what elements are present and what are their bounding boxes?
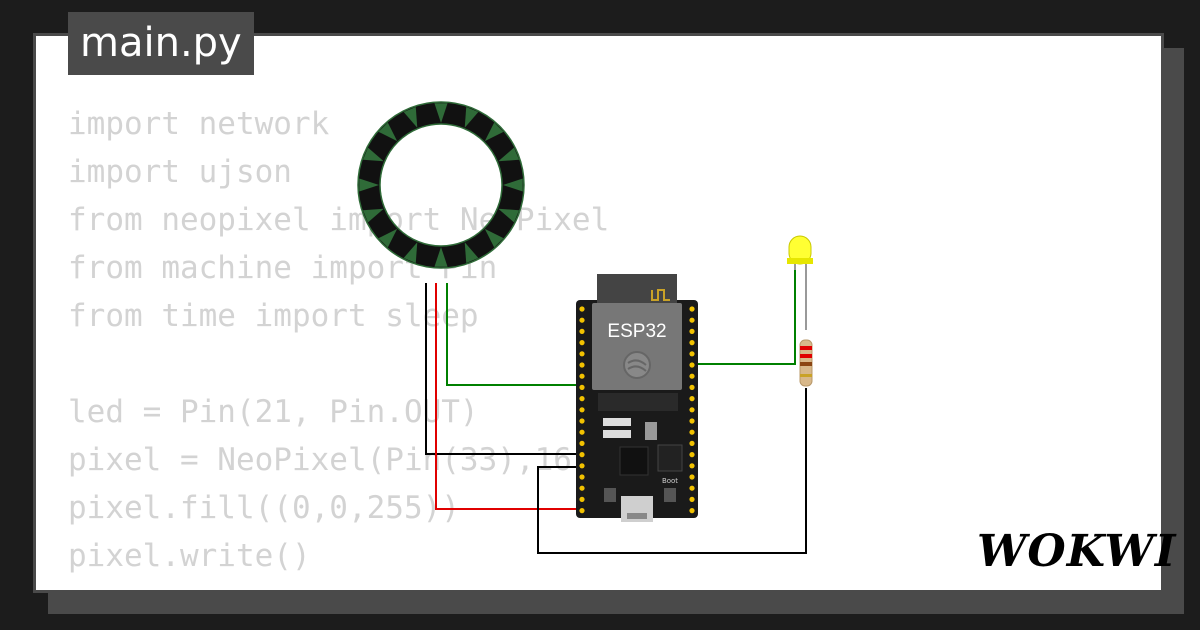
header-pin[interactable]	[689, 362, 695, 368]
resistor-icon[interactable]	[799, 339, 813, 387]
wire-red-ring	[435, 283, 582, 510]
ring-divider	[362, 208, 384, 223]
wire-black-gnd	[537, 388, 807, 554]
ring-divider	[498, 208, 520, 223]
header-pin[interactable]	[689, 418, 695, 424]
ring-divider	[378, 122, 398, 142]
esp32-board-icon[interactable]: ESP32 Boot	[576, 274, 698, 522]
ring-dividers	[359, 103, 523, 267]
pin-header-left	[579, 306, 585, 514]
ring-divider	[484, 122, 504, 142]
led-icon[interactable]	[787, 235, 813, 270]
header-pin[interactable]	[689, 340, 695, 346]
neopixel-ring-icon[interactable]	[357, 101, 525, 269]
code-line: led = Pin(21, Pin.OUT)	[68, 394, 479, 430]
header-pin[interactable]	[689, 508, 695, 514]
header-pin[interactable]	[579, 418, 585, 424]
header-pin[interactable]	[579, 485, 585, 491]
file-tab-label: main.py	[80, 20, 242, 66]
ring-divider	[403, 106, 418, 128]
header-pin[interactable]	[689, 407, 695, 413]
header-pin[interactable]	[579, 474, 585, 480]
code-line: pixel.write()	[68, 538, 311, 574]
header-pin[interactable]	[579, 351, 585, 357]
pin-header-right	[689, 306, 695, 514]
header-pin[interactable]	[689, 306, 695, 312]
header-pin[interactable]	[579, 452, 585, 458]
header-pin[interactable]	[579, 317, 585, 323]
header-pin[interactable]	[579, 396, 585, 402]
header-pin[interactable]	[689, 396, 695, 402]
wire-black-ring	[425, 283, 582, 455]
header-pin[interactable]	[579, 440, 585, 446]
code-line: pixel = NeoPixel(Pin(33),16)	[68, 442, 591, 478]
ring-divider	[359, 178, 379, 192]
header-pin[interactable]	[689, 463, 695, 469]
header-pin[interactable]	[689, 485, 695, 491]
header-pin[interactable]	[579, 384, 585, 390]
ring-divider	[434, 247, 448, 267]
header-pin[interactable]	[689, 373, 695, 379]
wires	[425, 262, 807, 554]
header-pin[interactable]	[579, 373, 585, 379]
ring-divider	[498, 147, 520, 162]
ring-divider	[503, 178, 523, 192]
code-line: import network	[68, 106, 330, 142]
header-pin[interactable]	[579, 496, 585, 502]
code-line: from neopixel import NeoPixel	[68, 202, 610, 238]
header-pin[interactable]	[579, 508, 585, 514]
header-pin[interactable]	[689, 351, 695, 357]
header-pin[interactable]	[689, 440, 695, 446]
code-line: import ujson	[68, 154, 292, 190]
header-pin[interactable]	[689, 328, 695, 334]
header-pin[interactable]	[689, 317, 695, 323]
ring-divider	[403, 242, 418, 264]
wokwi-logo[interactable]: WOKWI	[977, 526, 1177, 577]
wire-green-led	[692, 262, 796, 365]
header-pin[interactable]	[579, 362, 585, 368]
code-line: from time import sleep	[68, 298, 479, 334]
header-pin[interactable]	[579, 463, 585, 469]
wire-green-ring	[446, 283, 582, 386]
ring-divider	[434, 103, 448, 123]
header-pin[interactable]	[579, 306, 585, 312]
board-label: ESP32	[607, 321, 666, 342]
header-pin[interactable]	[689, 496, 695, 502]
header-pin[interactable]	[689, 474, 695, 480]
code-editor[interactable]: import network import ujson from neopixel …	[68, 100, 609, 580]
boot-label: Boot	[662, 477, 678, 485]
ring-divider	[464, 242, 479, 264]
header-pin[interactable]	[689, 452, 695, 458]
ring-divider	[484, 228, 504, 248]
header-pin[interactable]	[579, 429, 585, 435]
header-pin[interactable]	[689, 429, 695, 435]
ring-divider	[464, 106, 479, 128]
header-pin[interactable]	[579, 407, 585, 413]
ring-divider	[378, 228, 398, 248]
header-pin[interactable]	[689, 384, 695, 390]
code-line: pixel.fill((0,0,255))	[68, 490, 460, 526]
header-pin[interactable]	[579, 340, 585, 346]
file-tab[interactable]: main.py	[68, 12, 254, 75]
ring-divider	[362, 147, 384, 162]
header-pin[interactable]	[579, 328, 585, 334]
